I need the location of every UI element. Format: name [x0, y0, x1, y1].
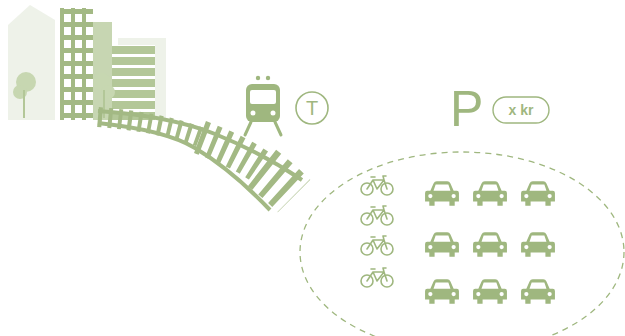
metro-sign: T: [295, 91, 329, 125]
price-tag: x kr: [492, 96, 550, 124]
parking-sign: P: [450, 84, 483, 134]
cars: [425, 181, 555, 303]
node-label: T: [306, 97, 318, 120]
buildings: [8, 5, 166, 120]
bicycles: [361, 176, 393, 287]
node-label: x kr: [509, 102, 534, 118]
parking-area: [300, 152, 624, 336]
train-icon: [245, 76, 281, 135]
railway-track: [98, 111, 302, 210]
